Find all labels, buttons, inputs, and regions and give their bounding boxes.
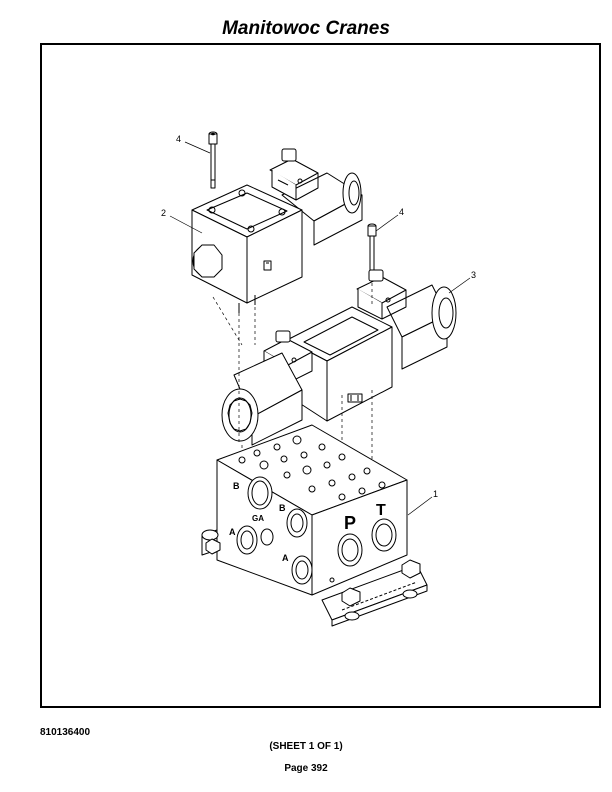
port-label-b-left: B <box>233 481 240 491</box>
callout-4-left: 4 <box>176 134 181 144</box>
valve-item-2 <box>191 148 363 313</box>
port-label-ga: GA <box>252 514 264 523</box>
sheet-indicator: (SHEET 1 OF 1) <box>269 741 343 752</box>
callout-2: 2 <box>161 208 166 218</box>
page-number: Page 392 <box>284 763 328 774</box>
page-title: Manitowoc Cranes <box>222 18 390 39</box>
port-label-a-left: A <box>229 527 236 537</box>
port-label-t: T <box>376 502 386 519</box>
callout-3: 3 <box>471 270 476 280</box>
drawing-frame: B GA B A A P T 4 2 4 3 1 <box>40 43 601 708</box>
port-label-a-center: A <box>282 553 289 563</box>
manifold-item-1 <box>201 424 428 627</box>
exploded-view-drawing: B GA B A A P T 4 2 4 3 1 <box>161 131 476 627</box>
callout-1: 1 <box>433 489 438 499</box>
port-label-p: P <box>344 513 356 533</box>
port-label-b-center: B <box>279 503 286 513</box>
port-labels: B GA B A A P T <box>229 481 386 563</box>
screw-item-4-left <box>208 131 218 189</box>
callout-4-right: 4 <box>399 207 404 217</box>
valve-item-3 <box>221 269 457 446</box>
callout-numbers: 4 2 4 3 1 <box>161 134 476 499</box>
document-number: 810136400 <box>40 727 91 738</box>
callout-leaders <box>169 141 471 516</box>
